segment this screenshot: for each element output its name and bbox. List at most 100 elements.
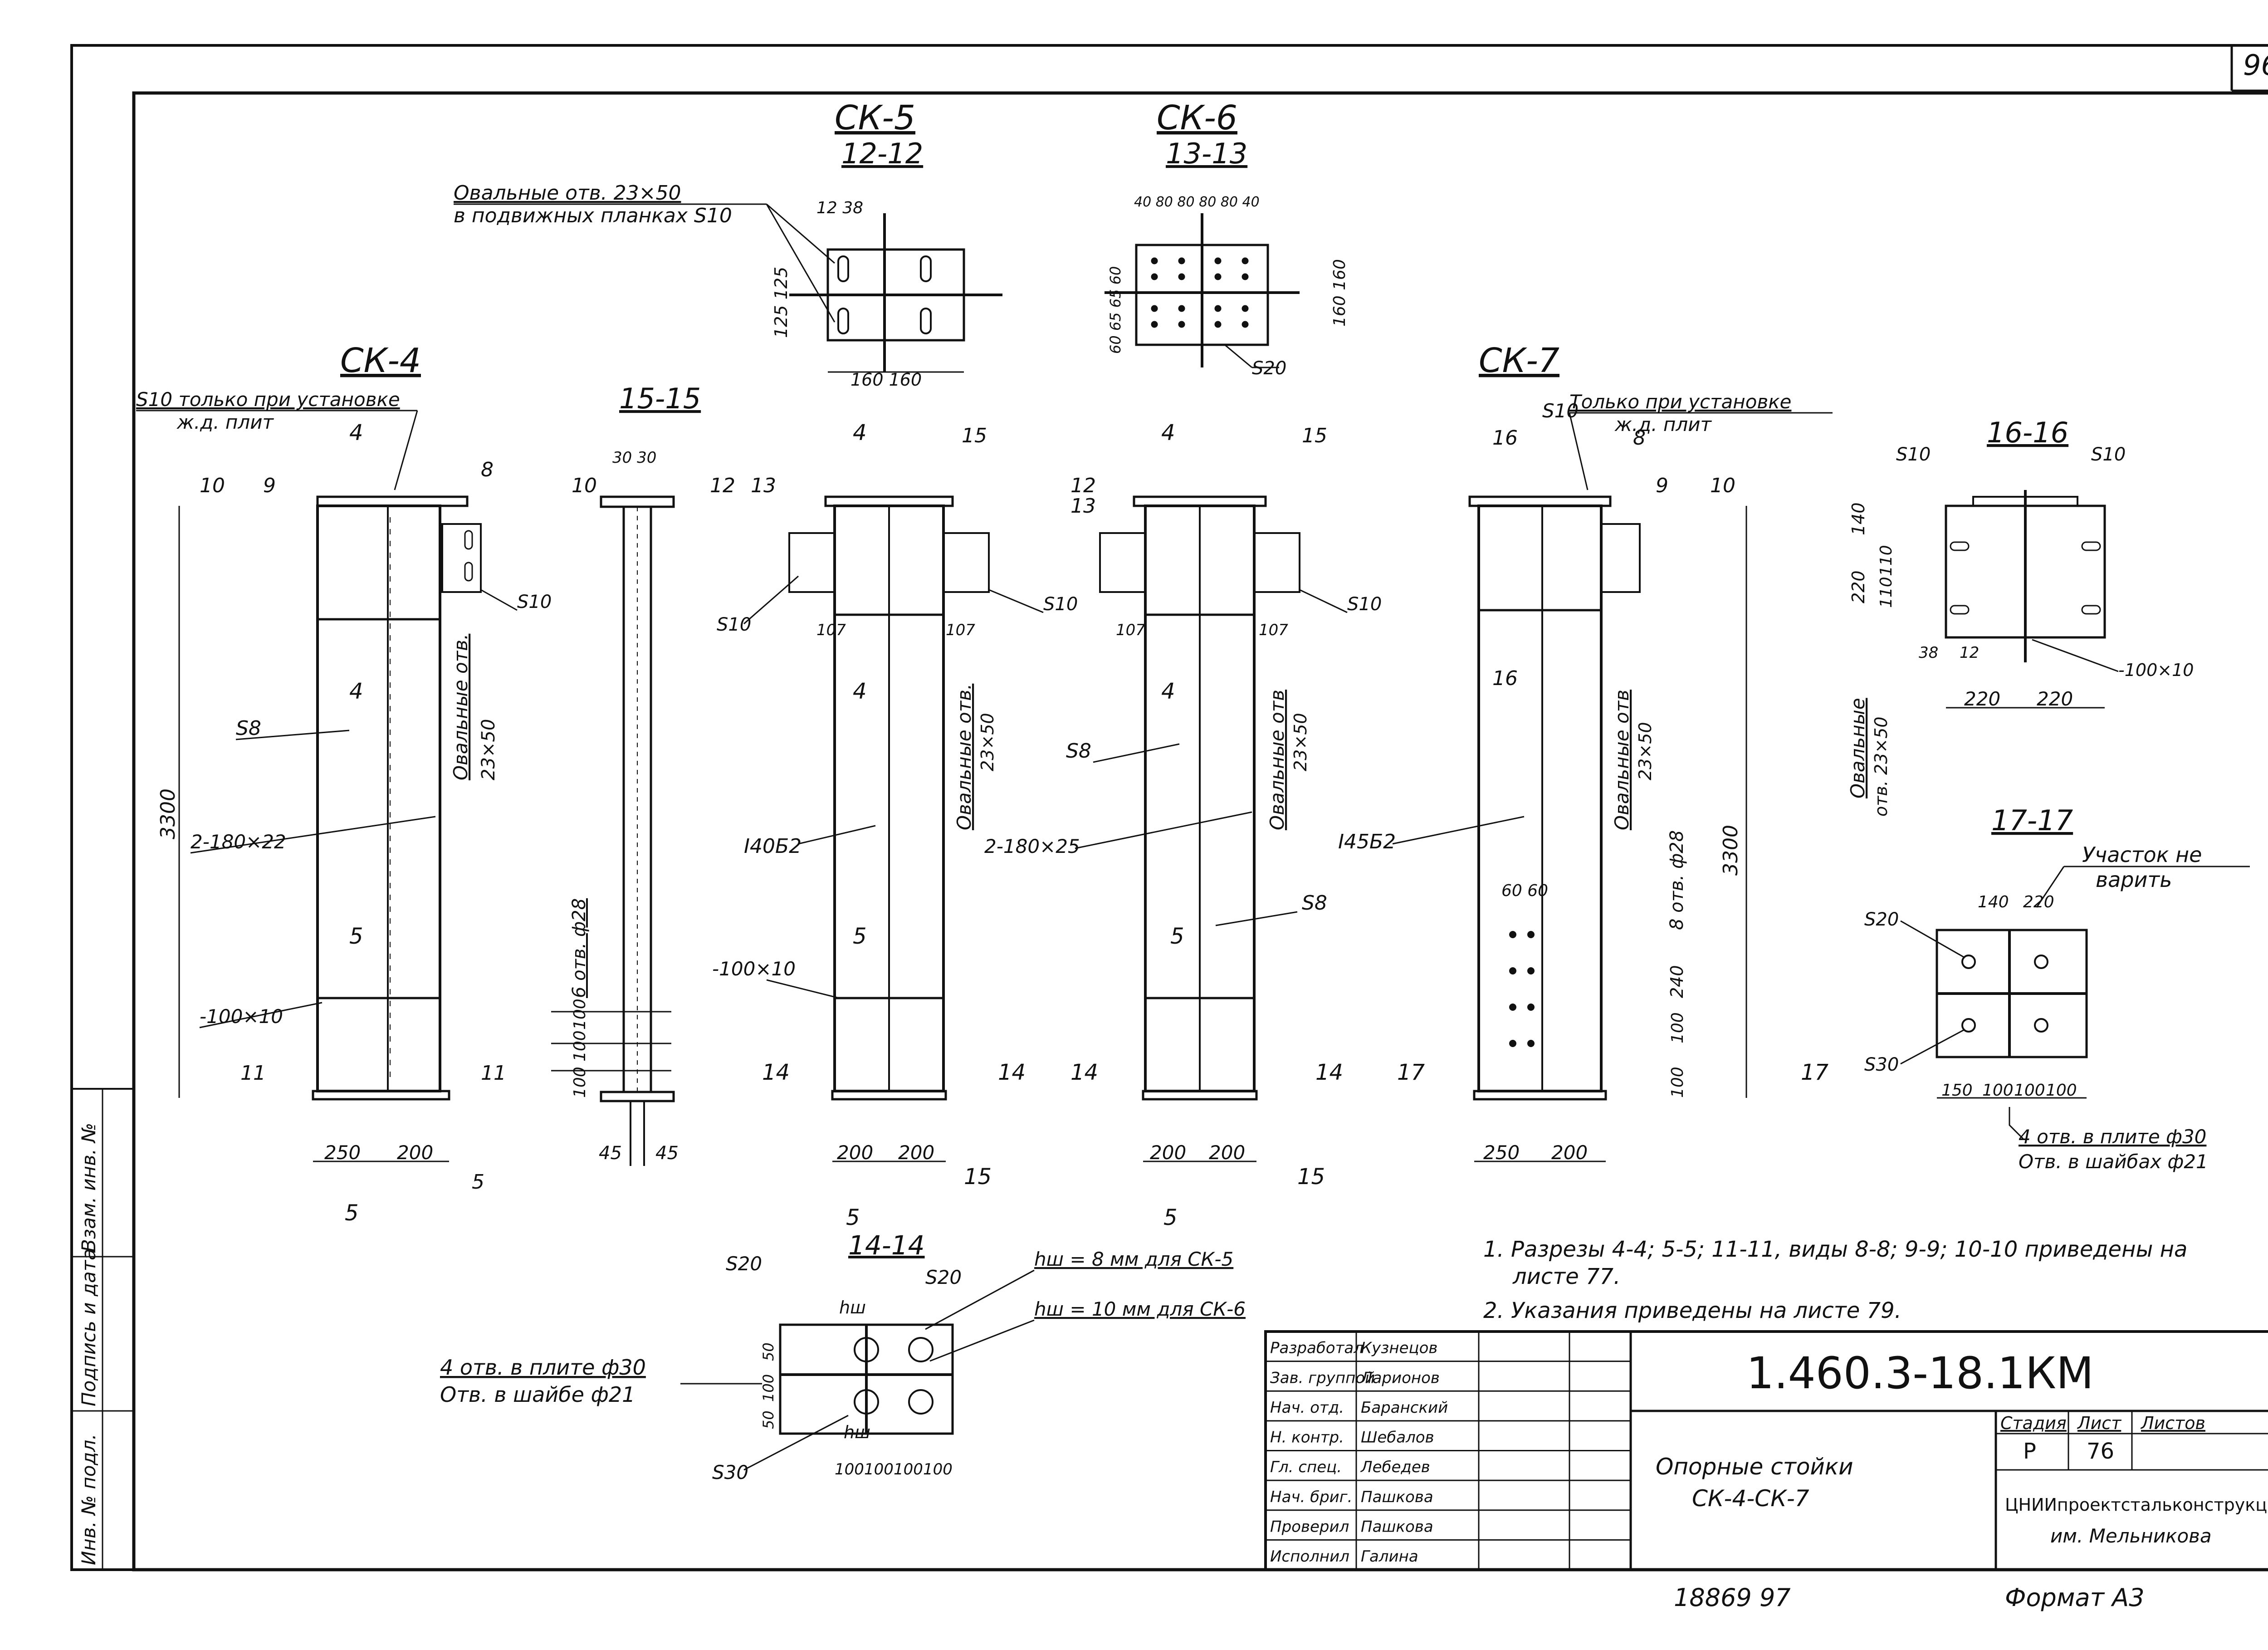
ck4-column (316, 504, 441, 1092)
svg-text:S10: S10 (1043, 594, 1078, 615)
svg-text:ж.д. плит: ж.д. плит (1614, 413, 1712, 436)
svg-text:17: 17 (1397, 1060, 1425, 1085)
svg-text:Р: Р (2023, 1439, 2036, 1464)
svg-text:-100×10: -100×10 (712, 958, 796, 980)
ck6-top-dims: 40 80 80 80 80 40 (1134, 194, 1260, 210)
svg-text:S8: S8 (236, 717, 261, 740)
svg-text:220: 220 (1848, 570, 1868, 603)
tb-role: Гл. спец. (1270, 1458, 1342, 1476)
bolt-hole (1527, 1040, 1535, 1047)
tb-person: Ларионов (1360, 1369, 1440, 1387)
svg-text:6 отв. ф28: 6 отв. ф28 (569, 898, 590, 998)
svg-text:200: 200 (898, 1141, 934, 1164)
bolt-hole (1242, 305, 1249, 312)
view-ck5: СК-5 12-12 Овальные отв. 23×50 в подвижн… (454, 98, 1002, 390)
svg-text:S30: S30 (712, 1461, 748, 1484)
svg-text:107: 107 (816, 621, 846, 639)
svg-text:3300: 3300 (1719, 825, 1742, 876)
svg-text:200: 200 (1150, 1141, 1186, 1164)
view-sec15: 15-15 30 30 6 отв. ф28 100 100 100 45 45 (551, 382, 701, 1166)
svg-text:S8: S8 (1302, 891, 1327, 915)
org-name: ЦНИИпроектстальконструкция (2005, 1495, 2268, 1515)
svg-text:220: 220 (1964, 688, 2000, 710)
svg-text:S10: S10 (1542, 400, 1579, 422)
svg-text:17: 17 (1801, 1060, 1829, 1085)
tb-person: Кузнецов (1361, 1339, 1437, 1357)
svg-text:100: 100 (571, 1067, 589, 1098)
stamp-label-3: Инв. № подл. (78, 1434, 100, 1565)
svg-text:14: 14 (1070, 1060, 1098, 1085)
bolt-hole (1527, 1004, 1535, 1011)
bolt-hole (1151, 321, 1158, 328)
svg-text:15: 15 (1302, 424, 1327, 447)
svg-text:110: 110 (1877, 545, 1896, 576)
svg-text:5: 5 (846, 1205, 860, 1230)
view-ck4: СК-4 S10 только при установке ж.д. плит … (136, 341, 597, 1226)
svg-text:11: 11 (240, 1062, 266, 1085)
svg-text:8: 8 (1633, 426, 1646, 450)
view-sec16: 16-16 S10 S10 -100×10 Овальные отв. 23×5… (1847, 416, 2194, 817)
bolt-hole (1178, 305, 1185, 312)
ck5-section: 12-12 (841, 137, 923, 170)
svg-text:4: 4 (853, 420, 867, 446)
svg-text:13: 13 (1070, 495, 1096, 518)
view-sec14: 14-14 S20 S20 hш = 8 мм для СК-5 hш = 10… (440, 1230, 1246, 1484)
bolt-hole (1509, 1040, 1516, 1047)
svg-text:Лист: Лист (2077, 1413, 2122, 1433)
svg-text:варить: варить (2096, 867, 2172, 892)
tb-role: Исполнил (1270, 1547, 1349, 1566)
svg-text:Отв. в шайбах ф21: Отв. в шайбах ф21 (2019, 1151, 2208, 1173)
bolt-hole (1509, 1004, 1516, 1011)
bolt-hole (1242, 257, 1249, 264)
tb-role: Нач. бриг. (1270, 1488, 1352, 1506)
svg-text:4: 4 (1161, 679, 1175, 704)
bolt-hole (1214, 305, 1222, 312)
tb-person: Пашкова (1361, 1488, 1433, 1506)
stamp-label-1: Взам. инв. № (78, 1123, 100, 1252)
tb-role: Разработал (1270, 1339, 1364, 1357)
svg-text:110: 110 (1877, 577, 1896, 608)
ck6-section: 13-13 (1166, 137, 1247, 170)
tb-person: Шебалов (1361, 1429, 1434, 1447)
view-ck6-column: S8 2-180×25 Овальные отв 23×50 S8 S10 10… (984, 420, 1382, 1230)
bolt-hole (1151, 273, 1158, 280)
svg-text:2-180×22: 2-180×22 (191, 831, 286, 853)
tb-person: Лебедев (1360, 1458, 1430, 1476)
drawing-name-2: СК-4-СК-7 (1692, 1485, 1809, 1512)
bolt-hole (1527, 967, 1535, 974)
svg-text:12: 12 (1070, 474, 1096, 497)
tb-role: Н. контр. (1270, 1429, 1344, 1447)
bolt-hole (1178, 257, 1185, 264)
svg-text:S30: S30 (1864, 1054, 1899, 1075)
svg-text:8 отв. ф28: 8 отв. ф28 (1667, 830, 1687, 930)
svg-text:2-180×25: 2-180×25 (984, 835, 1080, 857)
svg-text:14: 14 (998, 1060, 1026, 1085)
svg-text:17-17: 17-17 (1991, 804, 2073, 837)
svg-text:200: 200 (1551, 1141, 1588, 1164)
tb-person: Баранский (1361, 1399, 1448, 1417)
svg-text:5: 5 (345, 1200, 359, 1226)
svg-text:8: 8 (481, 458, 494, 481)
svg-text:140: 140 (1848, 502, 1868, 535)
svg-text:4 отв. в плите ф30: 4 отв. в плите ф30 (440, 1355, 646, 1380)
bolt-hole (1509, 967, 1516, 974)
svg-text:100: 100 (2014, 1081, 2045, 1100)
svg-text:5: 5 (349, 924, 363, 949)
svg-text:14: 14 (762, 1060, 790, 1085)
note-2: 2. Указания приведены на листе 79. (1483, 1298, 1901, 1323)
ck5-note-2: в подвижных планках S10 (454, 204, 732, 227)
svg-text:Овальные отв.: Овальные отв. (450, 634, 472, 780)
bolt-hole (1527, 931, 1535, 938)
ck6-thickness: S20 (1252, 358, 1286, 379)
svg-text:200: 200 (397, 1141, 433, 1164)
bolt-hole (1151, 305, 1158, 312)
svg-text:100: 100 (760, 1374, 777, 1402)
page-number: 96 (2243, 49, 2268, 82)
sec15-title: 15-15 (619, 382, 701, 415)
outer-frame (70, 44, 2268, 1571)
svg-text:отв. 23×50: отв. 23×50 (1871, 717, 1891, 817)
svg-text:100: 100 (571, 1030, 589, 1062)
tb-role: Нач. отд. (1270, 1399, 1344, 1417)
svg-text:38: 38 (1919, 644, 1938, 662)
